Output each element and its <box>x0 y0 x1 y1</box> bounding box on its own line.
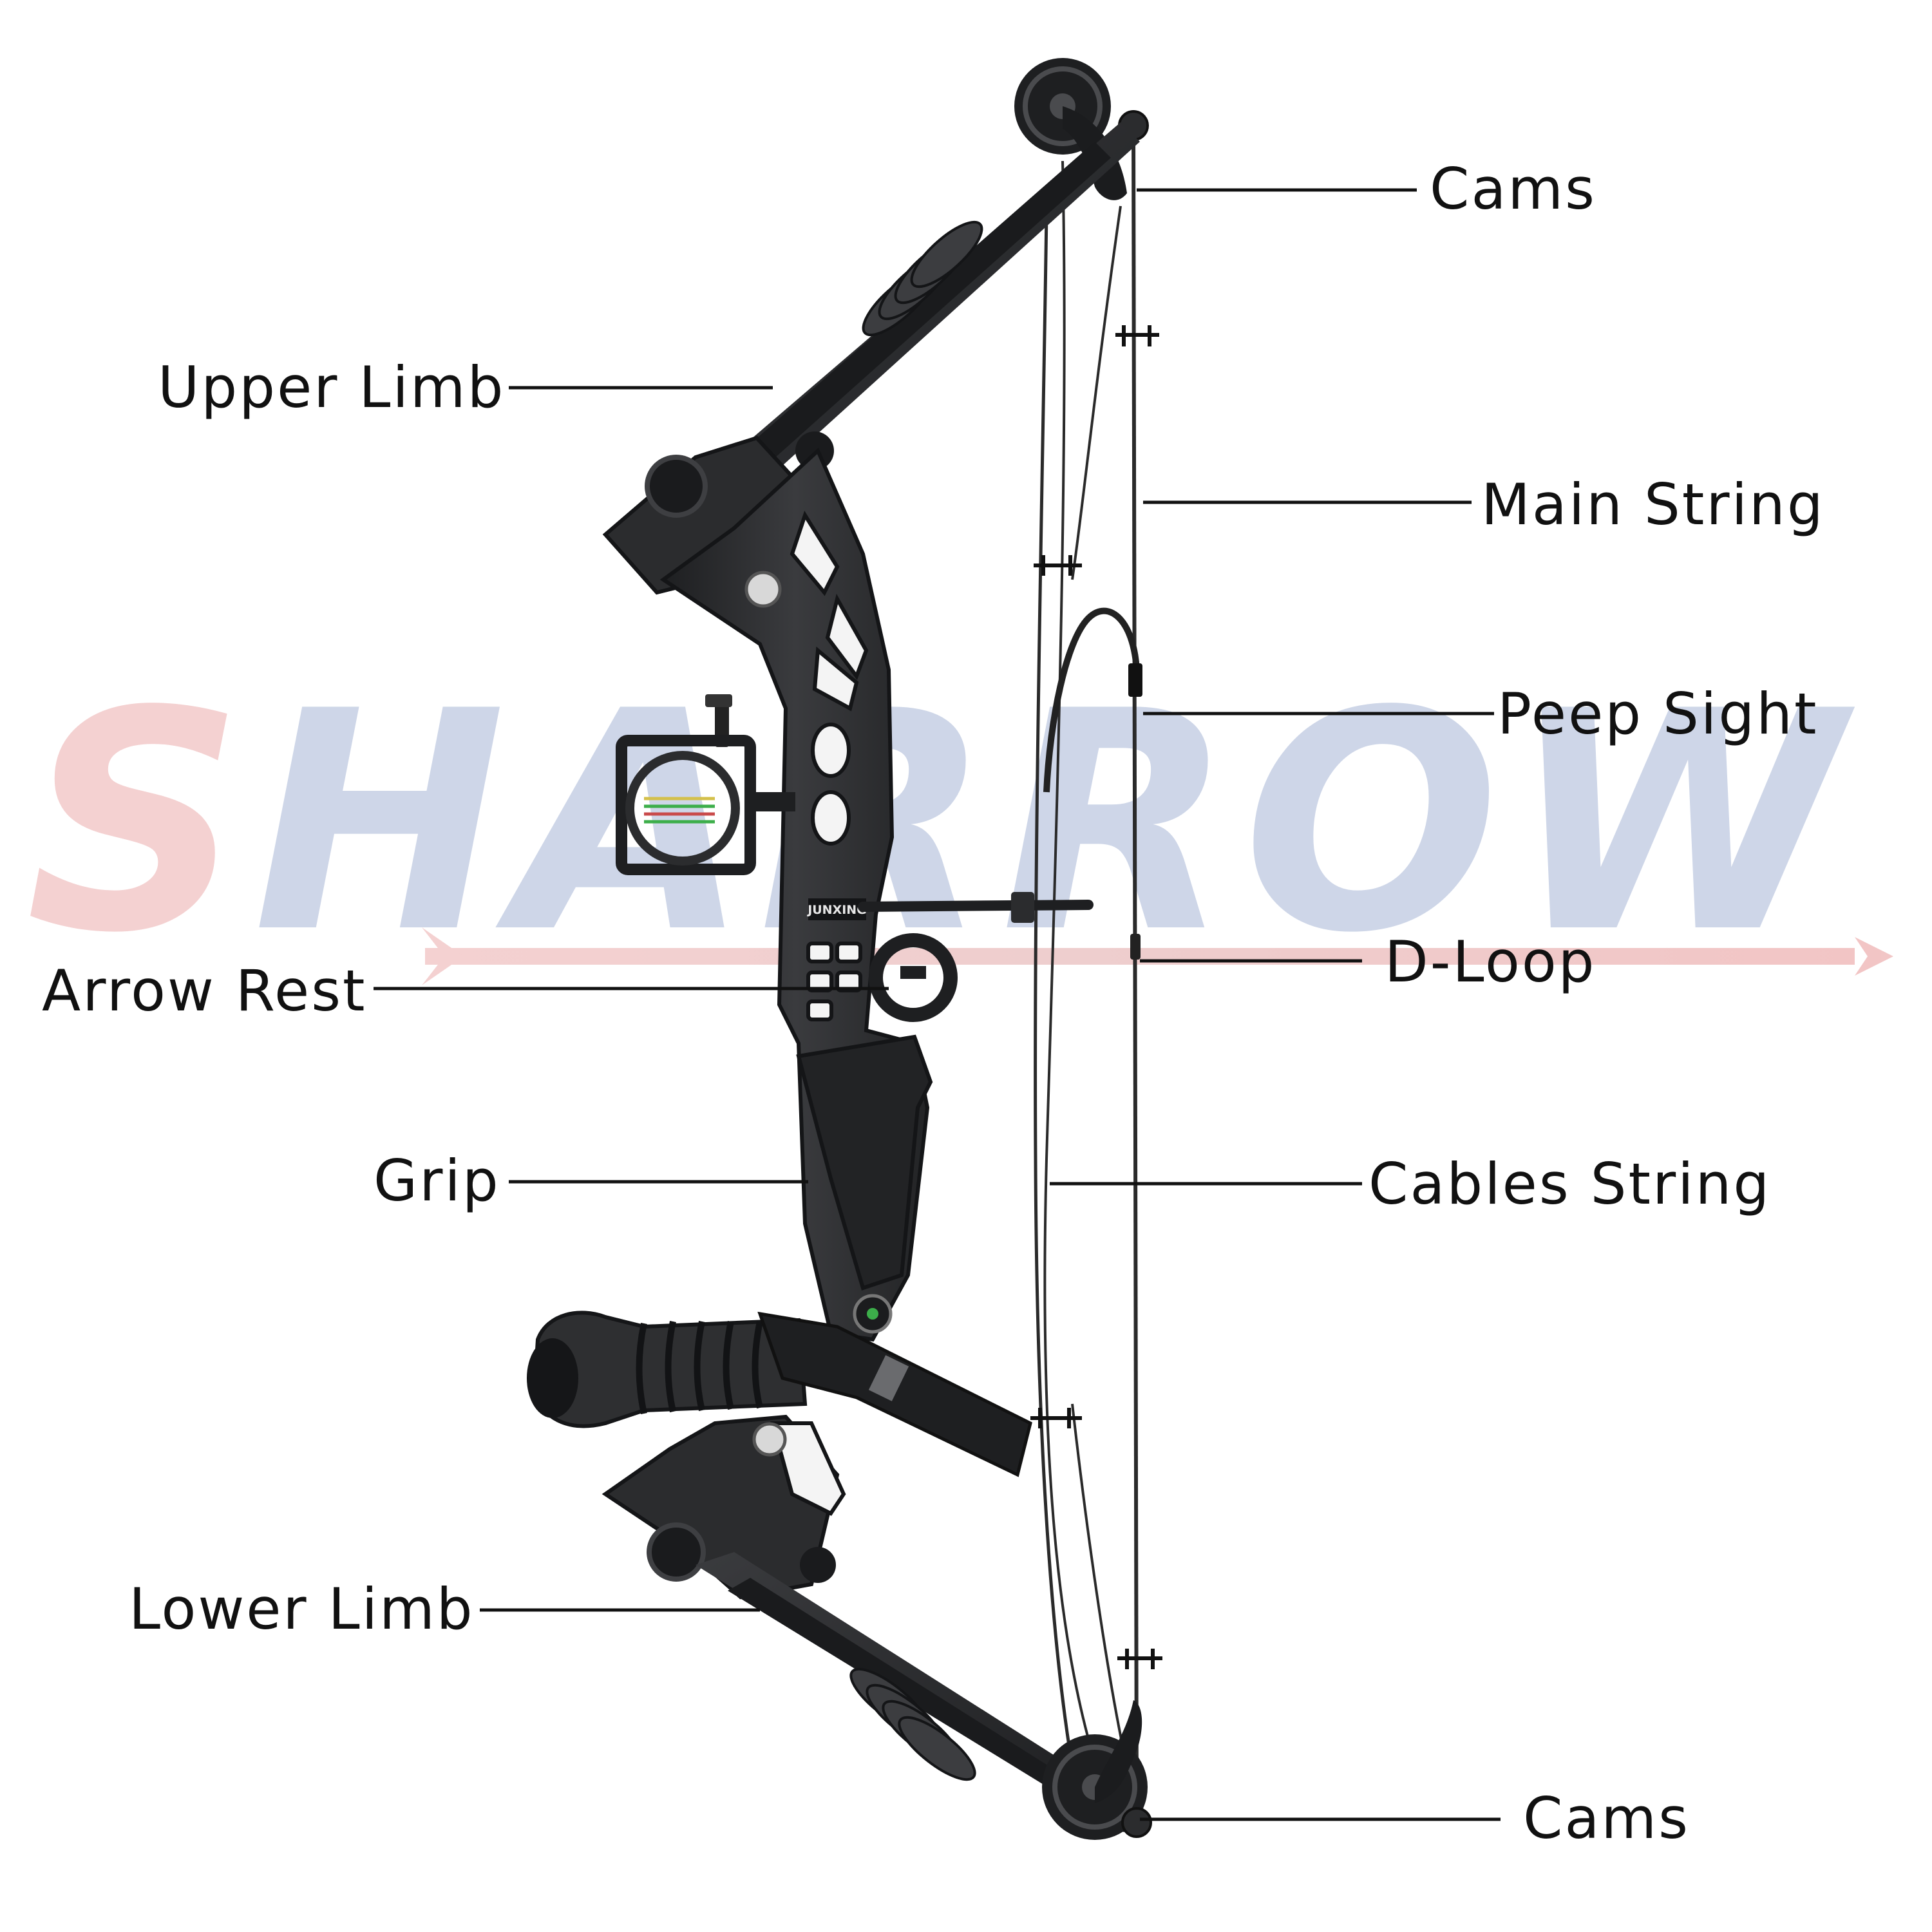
strings-group <box>1030 122 1162 1823</box>
arrow-rest <box>869 933 958 1022</box>
cable-right <box>1043 160 1090 1739</box>
arrow-rest-assembly <box>858 892 1094 1022</box>
label-main-string: Main String <box>1481 471 1825 538</box>
brand-plate <box>808 898 866 920</box>
label-lower-limb: Lower Limb <box>129 1576 475 1642</box>
cable-bottom-cross <box>1071 1403 1125 1752</box>
upper-limb <box>692 122 1140 515</box>
brand-plate-text: JUNXING <box>806 903 867 917</box>
cable-top-cross <box>1071 205 1122 580</box>
label-d-loop: D-Loop <box>1385 929 1596 995</box>
bow-sight <box>616 694 795 875</box>
peep-sight <box>1128 663 1142 697</box>
peep-sight-tubing <box>1043 607 1140 793</box>
main-string <box>1132 122 1139 1823</box>
watermark: SHARROW <box>26 647 1893 999</box>
riser: JUNXING <box>601 431 933 1600</box>
watermark-arrow-head <box>1855 937 1893 976</box>
lower-cam <box>1042 1700 1152 1840</box>
label-grip: Grip <box>374 1148 500 1214</box>
lower-limb <box>696 1552 1140 1832</box>
leader-lines <box>374 188 1501 1821</box>
cable-left <box>1034 212 1076 1778</box>
label-arrow-rest: Arrow Rest <box>42 958 367 1024</box>
d-loop <box>1130 934 1141 960</box>
label-cables-string: Cables String <box>1368 1151 1772 1217</box>
watermark-arrow-fletch <box>422 927 464 985</box>
watermark-text: SHARROW <box>26 647 1859 999</box>
label-peep-sight: Peep Sight <box>1497 681 1819 747</box>
label-cams-top: Cams <box>1430 156 1596 222</box>
grip <box>796 1034 933 1291</box>
stabilizer <box>527 1311 1032 1477</box>
label-cams-bottom: Cams <box>1523 1785 1690 1852</box>
label-upper-limb: Upper Limb <box>158 354 506 421</box>
string-silencers <box>1030 325 1162 1669</box>
